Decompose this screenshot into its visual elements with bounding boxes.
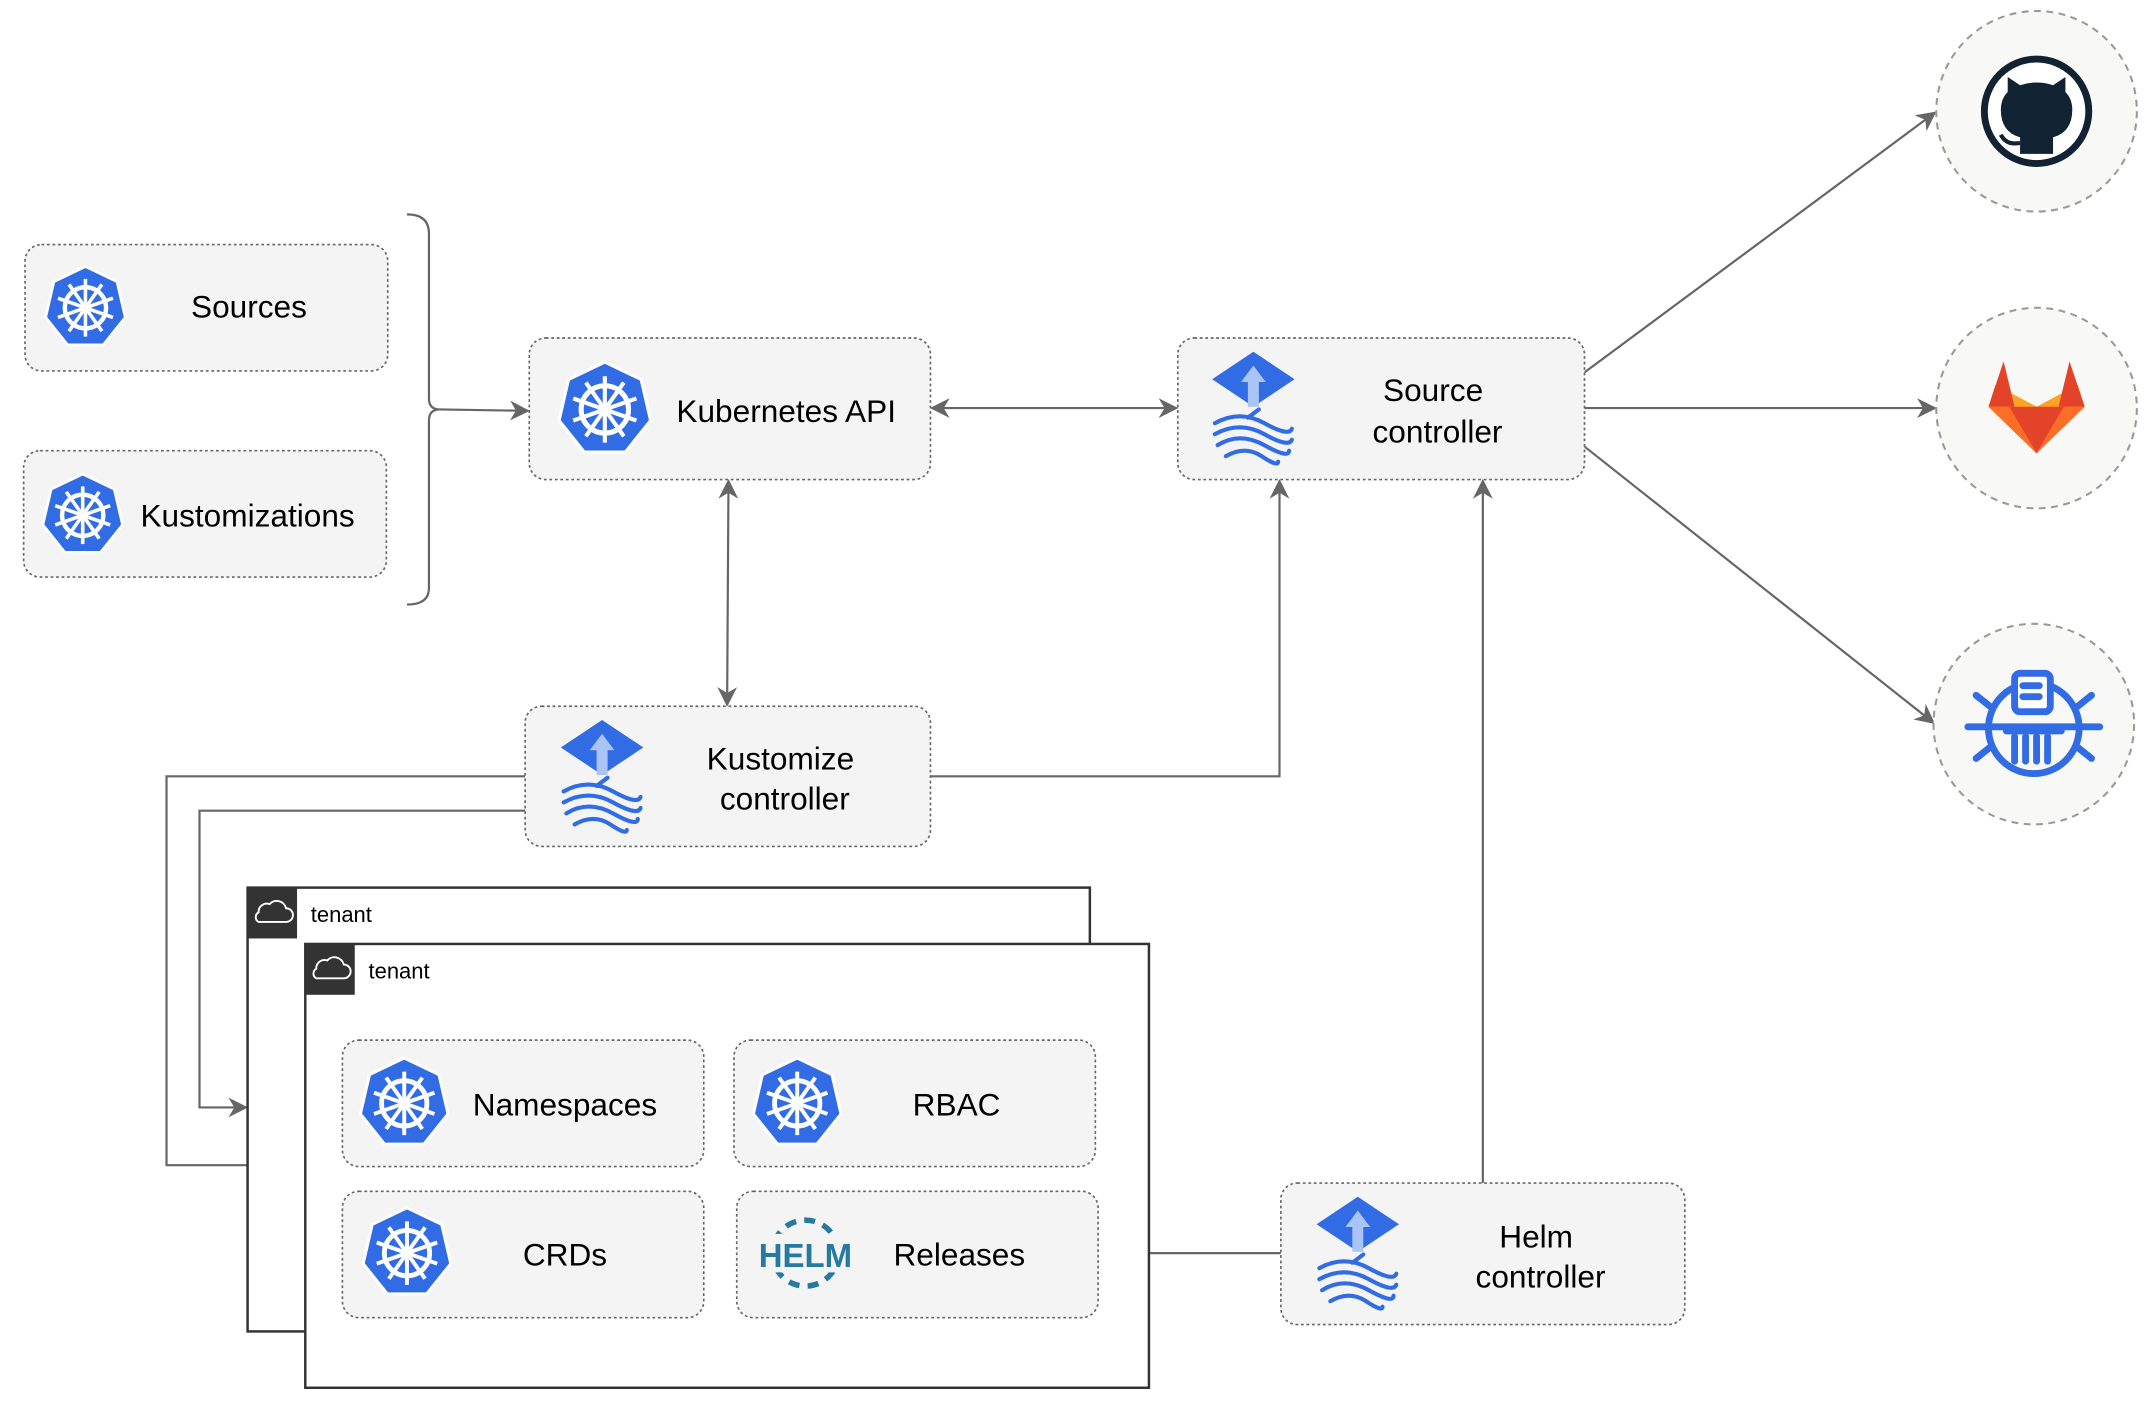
cloud-icon <box>312 956 352 980</box>
api-kustomize-controller-arrow <box>717 478 739 707</box>
sources-node[interactable]: Sources <box>24 243 389 372</box>
releases-label: Releases <box>893 1236 1025 1272</box>
crds-node[interactable]: CRDs <box>341 1190 705 1319</box>
cloud-icon <box>254 900 294 923</box>
helm-controller-node[interactable]: Helm controller <box>1280 1182 1686 1326</box>
helm-controller-label: Helm controller <box>1476 1219 1606 1295</box>
tenant-label: tenant <box>311 902 372 927</box>
rbac-label: RBAC <box>913 1087 1001 1123</box>
label-line: Kustomize <box>707 740 854 776</box>
namespaces-node[interactable]: Namespaces <box>341 1039 705 1168</box>
gitlab-icon <box>1988 361 2085 454</box>
harbor-registry-icon <box>1964 669 2104 778</box>
tenant-front[interactable]: tenant Namespaces RBAC CRDs HELM Release… <box>304 942 1151 1390</box>
tenant-label: tenant <box>369 958 430 983</box>
label-line: controller <box>1476 1258 1606 1294</box>
kubernetes-api-node[interactable]: Kubernetes API <box>528 337 932 481</box>
brace-to-api-arrow <box>439 400 530 421</box>
resources-brace <box>406 213 441 606</box>
sources-label: Sources <box>191 288 307 324</box>
helm-logo-text: HELM <box>759 1237 852 1274</box>
github-icon <box>1980 55 2093 167</box>
releases-node[interactable]: HELM Releases <box>735 1190 1099 1319</box>
gitlab-node[interactable] <box>1935 306 2138 510</box>
kustomizations-label: Kustomizations <box>140 497 354 533</box>
kustomize-to-tenant-back-arrow <box>198 809 526 1118</box>
source-controller-node[interactable]: Source controller <box>1176 337 1586 481</box>
source-to-github-arrow <box>1583 111 1937 374</box>
kustomize-controller-node[interactable]: Kustomize controller <box>524 705 932 848</box>
kustomize-controller-label: Kustomize controller <box>707 740 863 816</box>
kubernetes-api-label: Kubernetes API <box>676 393 896 429</box>
label-line: Source <box>1383 372 1483 408</box>
tenant-header-icon-bg <box>305 943 355 995</box>
rbac-node[interactable]: RBAC <box>733 1039 1097 1168</box>
helm-icon: HELM <box>758 1217 853 1289</box>
tenant-header-icon-bg <box>247 887 298 939</box>
label-line: controller <box>720 780 850 816</box>
label-line: Helm <box>1499 1219 1573 1255</box>
source-controller-label: Source controller <box>1373 372 1503 449</box>
source-to-registry-arrow <box>1583 445 1936 724</box>
kustomize-to-tenant-front-arrow <box>165 775 526 1176</box>
kustomize-to-source-arrow <box>930 478 1290 778</box>
crds-label: CRDs <box>523 1236 607 1272</box>
github-node[interactable] <box>1935 9 2138 213</box>
namespaces-label: Namespaces <box>473 1087 657 1123</box>
kustomizations-node[interactable]: Kustomizations <box>22 449 388 578</box>
registry-node[interactable] <box>1932 622 2136 826</box>
label-line: controller <box>1373 413 1503 449</box>
